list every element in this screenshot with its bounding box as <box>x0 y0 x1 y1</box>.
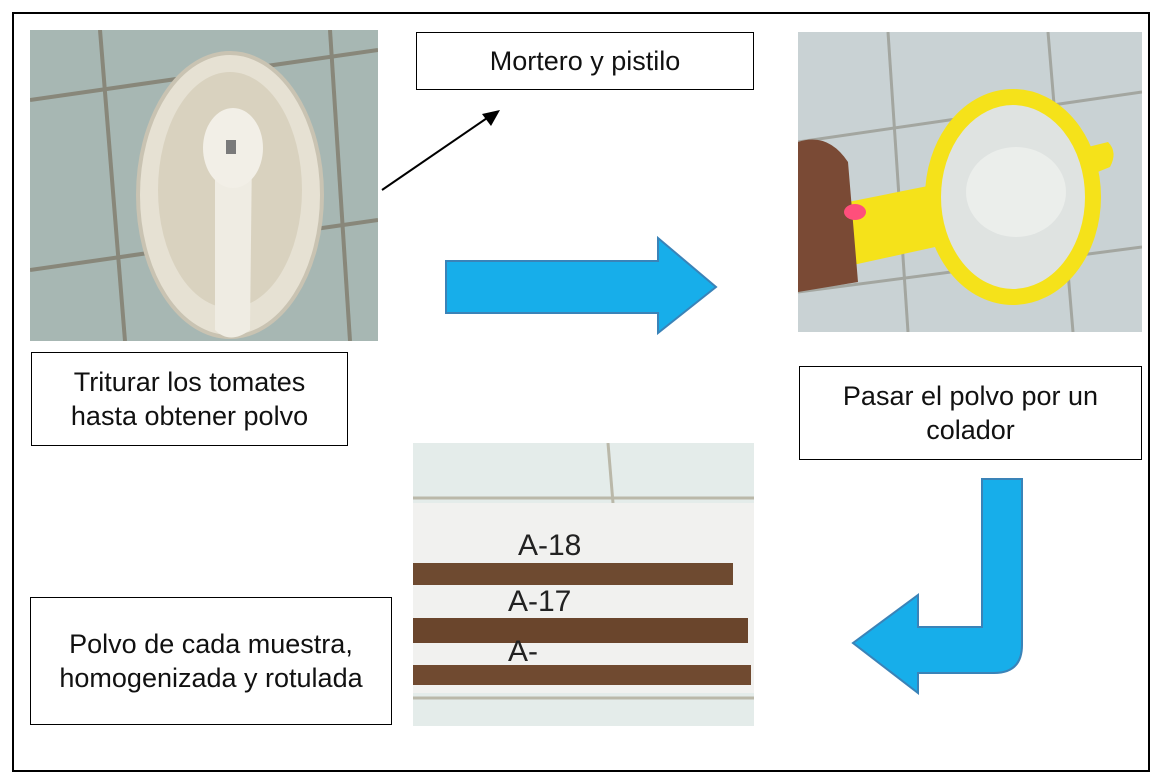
label-mortar-pestle-text: Mortero y pistilo <box>489 46 681 76</box>
strainer-photo <box>798 32 1142 332</box>
bag-label-3: A- <box>508 635 538 668</box>
powder-bags-photo: A-18 A-17 A- <box>413 443 754 726</box>
label-strain: Pasar el polvo por un colador <box>799 366 1142 460</box>
right-arrow-icon <box>445 235 718 335</box>
label-mortar-pestle: Mortero y pistilo <box>416 32 754 90</box>
bag-label-2: A-17 <box>508 585 571 618</box>
label-powder-text: Polvo de cada muestra, homogenizada y ro… <box>59 629 363 693</box>
label-powder: Polvo de cada muestra, homogenizada y ro… <box>30 597 392 725</box>
pointer-arrow <box>381 110 500 191</box>
mortar-pestle-photo <box>30 30 378 341</box>
label-strain-text: Pasar el polvo por un colador <box>842 381 1099 445</box>
label-grind-text: Triturar los tomates hasta obtener polvo <box>70 367 309 431</box>
bag-label-1: A-18 <box>518 529 581 562</box>
label-grind: Triturar los tomates hasta obtener polvo <box>31 352 348 446</box>
bent-arrow-icon <box>851 478 1023 695</box>
